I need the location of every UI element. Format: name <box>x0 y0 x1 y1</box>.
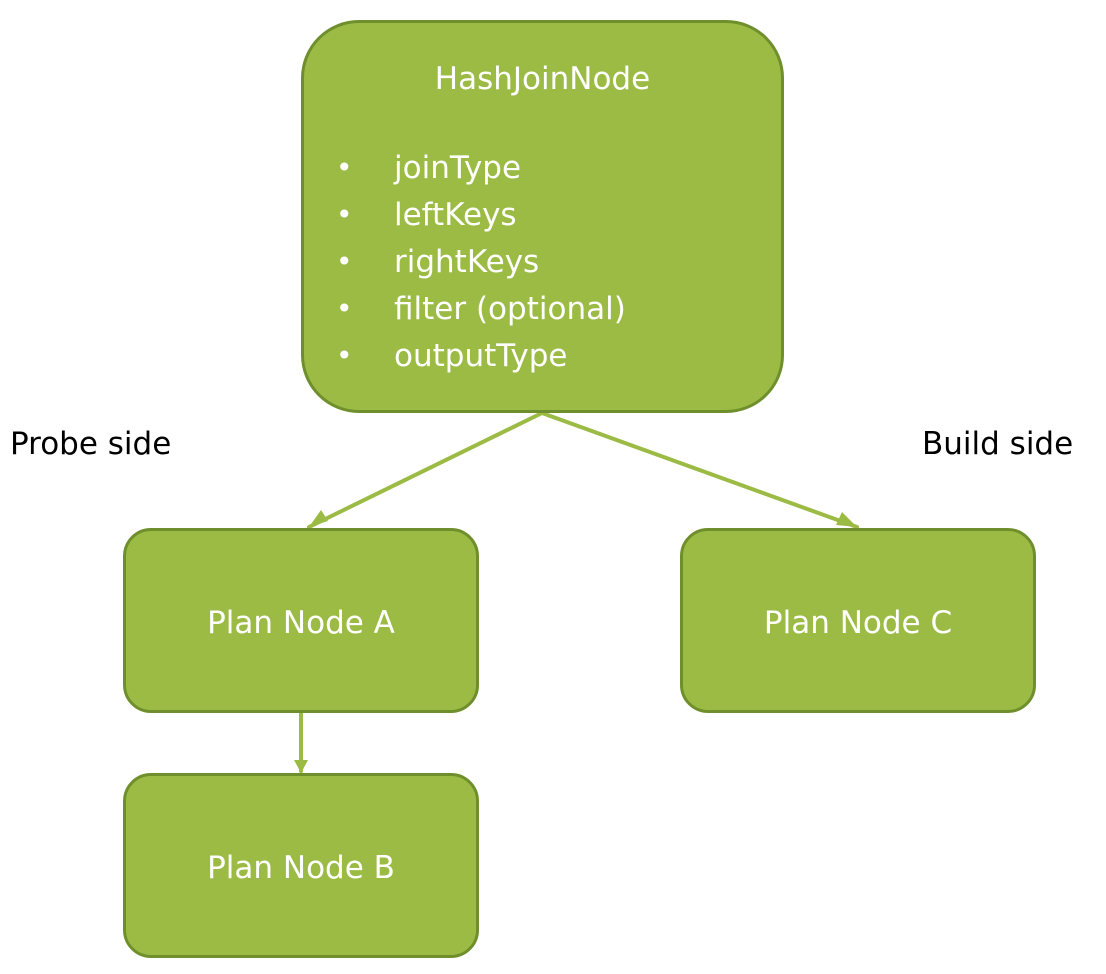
plan-node-a-label: Plan Node A <box>207 605 395 641</box>
arrowhead-node-c <box>836 512 857 527</box>
hash-join-node: HashJoinNode • joinType • leftKeys • rig… <box>301 20 784 413</box>
field-label: outputType <box>394 338 568 374</box>
plan-node-b: Plan Node B <box>123 773 479 958</box>
build-side-label: Build side <box>922 426 1074 462</box>
field-label: leftKeys <box>394 197 517 233</box>
edge-join-to-node-a <box>307 411 544 529</box>
bullet-icon: • <box>336 151 353 184</box>
probe-side-label: Probe side <box>10 426 172 462</box>
field-label: rightKeys <box>394 244 540 280</box>
arrowhead-node-b <box>294 760 308 773</box>
bullet-icon: • <box>336 292 353 325</box>
field-label: filter (optional) <box>394 291 626 327</box>
arrowhead-node-a <box>309 510 328 527</box>
plan-node-c: Plan Node C <box>680 528 1036 713</box>
bullet-icon: • <box>336 339 353 372</box>
plan-node-a: Plan Node A <box>123 528 479 713</box>
field-output-type: • outputType <box>336 337 626 384</box>
plan-node-c-label: Plan Node C <box>763 605 953 641</box>
plan-node-b-label: Plan Node B <box>207 850 395 886</box>
hash-join-field-list: • joinType • leftKeys • rightKeys • filt… <box>336 149 626 384</box>
edge-join-to-node-c <box>540 411 859 529</box>
field-filter: • filter (optional) <box>336 290 626 337</box>
field-right-keys: • rightKeys <box>336 243 626 290</box>
field-label: joinType <box>394 150 522 186</box>
field-left-keys: • leftKeys <box>336 196 626 243</box>
field-join-type: • joinType <box>336 149 626 196</box>
hash-join-node-title: HashJoinNode <box>434 61 651 97</box>
bullet-icon: • <box>336 245 353 278</box>
bullet-icon: • <box>336 198 353 231</box>
